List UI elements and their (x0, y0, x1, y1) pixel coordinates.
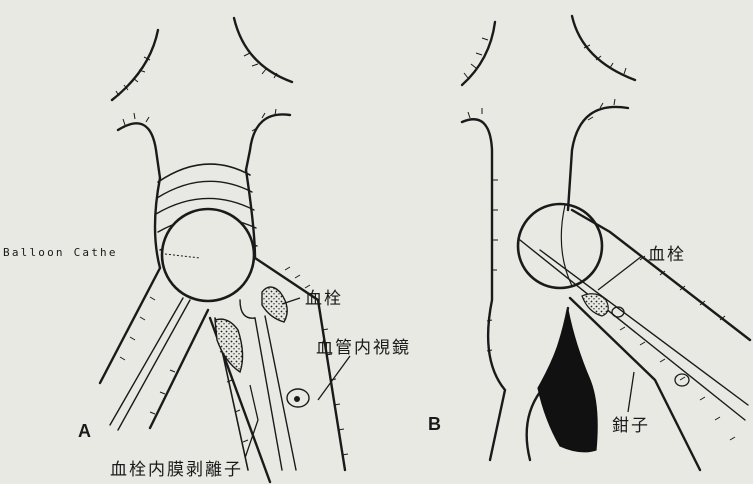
vessel-a-shoulder-right (246, 114, 290, 170)
thrombus-b-solid (538, 310, 597, 452)
label-angioscope: 血管内視鏡 (316, 333, 411, 358)
label-thrombus-b: 血栓 (648, 240, 686, 265)
label-stripper: 血栓内膜剥離子 (110, 455, 243, 480)
label-forceps: 鉗子 (612, 411, 650, 436)
vessel-a-shoulder-left (118, 123, 160, 178)
panel-b-drawing (462, 16, 750, 470)
vessel-b-shoulder-right (568, 107, 628, 210)
label-thrombus-a: 血栓 (305, 284, 343, 309)
panel-letter-b: B (428, 414, 441, 435)
vessel-a-left-wall (100, 178, 160, 383)
balloon-b (518, 204, 602, 288)
balloon-a (162, 209, 254, 301)
vessel-b-shoulder-left (462, 119, 505, 460)
angioscope-tube (255, 318, 282, 470)
vessel-a-upper-left-wall (112, 30, 158, 100)
forceps-tip (675, 374, 689, 386)
leader-forceps (628, 372, 634, 412)
leader-thrombus-b (598, 256, 642, 290)
vessel-a-right-wall (246, 170, 345, 470)
panel-letter-a: A (78, 421, 91, 442)
label-balloon-catheter: Balloon Cathe (3, 246, 118, 259)
vessel-a-left-branch-inner (150, 310, 208, 428)
thrombus-a-lower (215, 319, 243, 372)
balloon-catheter-shaft (110, 298, 183, 425)
